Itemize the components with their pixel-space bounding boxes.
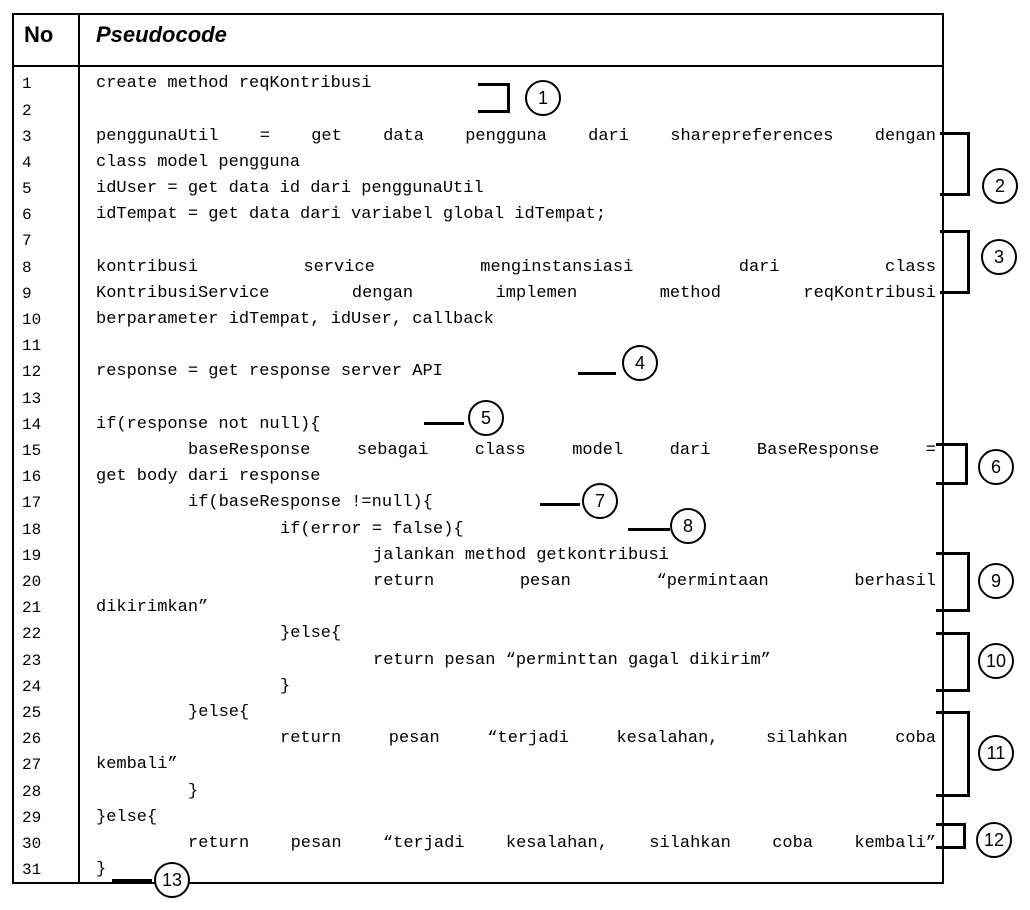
bracket-3	[940, 230, 970, 294]
annotation-marker-6: 6	[978, 449, 1014, 485]
tick-4	[578, 372, 616, 375]
annotation-marker-10: 10	[978, 643, 1014, 679]
annotation-marker-5: 5	[468, 400, 504, 436]
annotation-marker-9: 9	[978, 563, 1014, 599]
annotation-marker-8: 8	[670, 508, 706, 544]
line-number: 20	[22, 573, 42, 591]
line-number: 27	[22, 756, 42, 774]
code-line: berparameter idTempat, idUser, callback	[96, 310, 494, 329]
line-number: 6	[22, 206, 32, 224]
line-number: 11	[22, 337, 42, 355]
header-separator	[12, 65, 944, 67]
line-number: 3	[22, 128, 32, 146]
code-line: jalankan method getkontribusi	[373, 546, 669, 565]
code-line: penggunaUtil = get data pengguna dari sh…	[96, 127, 936, 146]
code-line: return pesan “perminttan gagal dikirim”	[373, 651, 771, 670]
line-number: 18	[22, 521, 42, 539]
code-line: }	[280, 677, 291, 696]
line-number: 15	[22, 442, 42, 460]
line-number: 26	[22, 730, 42, 748]
column-separator	[78, 13, 80, 884]
line-number: 22	[22, 625, 42, 643]
tick-8	[628, 528, 670, 531]
line-number: 8	[22, 259, 32, 277]
bracket-9	[936, 552, 970, 612]
line-number: 21	[22, 599, 42, 617]
annotation-marker-11: 11	[978, 735, 1014, 771]
line-number: 23	[22, 652, 42, 670]
annotation-marker-7: 7	[582, 483, 618, 519]
line-number: 14	[22, 416, 42, 434]
bracket-6	[936, 443, 968, 485]
line-number: 12	[22, 363, 42, 381]
line-number: 24	[22, 678, 42, 696]
line-number: 4	[22, 154, 32, 172]
bracket-2	[940, 132, 970, 196]
annotation-marker-1: 1	[525, 80, 561, 116]
annotation-marker-2: 2	[982, 168, 1018, 204]
code-line: return pesan “terjadi kesalahan, silahka…	[280, 729, 936, 748]
code-line: }	[188, 782, 199, 801]
line-number: 28	[22, 783, 42, 801]
code-line: }else{	[96, 808, 158, 827]
code-line: }else{	[188, 703, 250, 722]
line-number: 13	[22, 390, 42, 408]
code-line: if(response not null){	[96, 415, 321, 434]
line-number: 2	[22, 102, 32, 120]
tick-7	[540, 503, 580, 506]
code-line: idUser = get data id dari penggunaUtil	[96, 179, 484, 198]
annotation-marker-12: 12	[976, 822, 1012, 858]
line-number: 30	[22, 835, 42, 853]
line-number: 25	[22, 704, 42, 722]
code-line: baseResponse sebagai class model dari Ba…	[188, 441, 936, 460]
tick-13	[112, 879, 152, 882]
code-line: return pesan “permintaan berhasil	[373, 572, 936, 591]
annotation-marker-4: 4	[622, 345, 658, 381]
code-line: return pesan “terjadi kesalahan, silahka…	[188, 834, 936, 853]
code-line: idTempat = get data dari variabel global…	[96, 205, 607, 224]
line-number: 9	[22, 285, 32, 303]
bracket-1	[478, 83, 510, 113]
code-line: }	[96, 860, 107, 879]
code-line: kontribusi service menginstansiasi dari …	[96, 258, 936, 277]
line-number: 31	[22, 861, 42, 879]
code-line: kembali”	[96, 755, 178, 774]
line-number: 19	[22, 547, 42, 565]
code-line: if(baseResponse !=null){	[188, 493, 433, 512]
line-number: 7	[22, 232, 32, 250]
pseudocode-table	[12, 13, 944, 884]
code-line: create method reqKontribusi	[96, 74, 372, 93]
code-line: if(error = false){	[280, 520, 464, 539]
line-number: 29	[22, 809, 42, 827]
tick-5	[424, 422, 464, 425]
line-number: 16	[22, 468, 42, 486]
code-line: }else{	[280, 624, 342, 643]
code-line: response = get response server API	[96, 362, 443, 381]
line-number: 10	[22, 311, 42, 329]
line-number: 1	[22, 75, 32, 93]
line-number: 17	[22, 494, 42, 512]
annotation-marker-3: 3	[981, 239, 1017, 275]
line-number: 5	[22, 180, 32, 198]
bracket-12	[936, 823, 966, 849]
code-line: dikirimkan”	[96, 598, 209, 617]
header-pseudocode: Pseudocode	[96, 22, 227, 47]
code-line: class model pengguna	[96, 153, 301, 172]
bracket-10	[936, 632, 970, 692]
header-no: No	[24, 22, 54, 47]
code-line: KontribusiService dengan implemen method…	[96, 284, 936, 303]
code-line: get body dari response	[96, 467, 321, 486]
bracket-11	[936, 711, 970, 797]
annotation-marker-13: 13	[154, 862, 190, 898]
